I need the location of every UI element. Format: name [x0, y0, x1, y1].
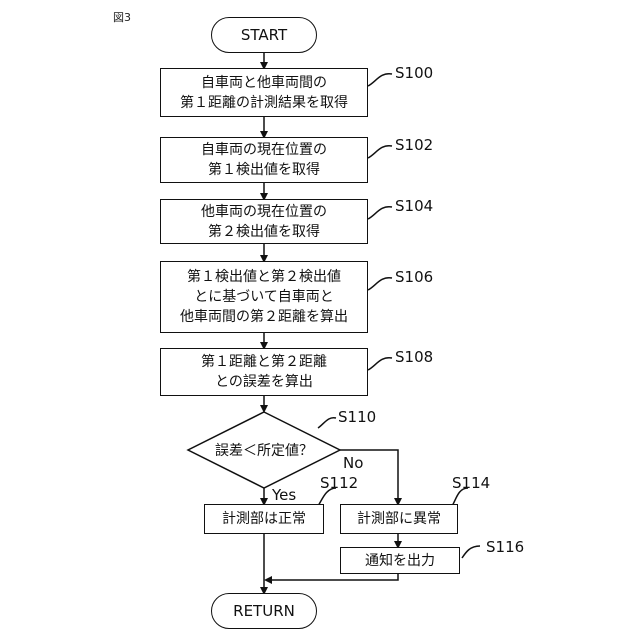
s104-step-label: S104 — [395, 197, 433, 215]
leader-s104 — [368, 207, 392, 219]
s116-text: 通知を出力 — [365, 551, 435, 571]
s100-text-line2: 第１距離の計測結果を取得 — [180, 93, 348, 113]
return-label: RETURN — [233, 601, 295, 621]
s110-step-label: S110 — [338, 408, 376, 426]
s100-step-label: S100 — [395, 64, 433, 82]
s108-process-box: 第１距離と第２距離 との誤差を算出 — [160, 348, 368, 396]
s114-process-box: 計測部に異常 — [340, 504, 458, 534]
s104-text-line2: 第２検出値を取得 — [208, 222, 320, 242]
s106-text-line3: 他車両間の第２距離を算出 — [180, 307, 348, 327]
s104-process-box: 他車両の現在位置の 第２検出値を取得 — [160, 199, 368, 244]
s100-text-line1: 自車両と他車両間の — [201, 73, 327, 93]
s114-step-label: S114 — [452, 474, 490, 492]
leader-s106 — [368, 278, 392, 290]
no-branch-label: No — [343, 454, 363, 472]
s106-text-line2: とに基づいて自車両と — [194, 287, 334, 307]
s106-step-label: S106 — [395, 268, 433, 286]
yes-branch-label: Yes — [272, 486, 296, 504]
s112-step-label: S112 — [320, 474, 358, 492]
s108-text-line1: 第１距離と第２距離 — [201, 352, 327, 372]
leader-s108 — [368, 358, 392, 370]
leader-s116 — [462, 546, 480, 558]
return-terminal: RETURN — [211, 593, 317, 629]
s106-process-box: 第１検出値と第２検出値 とに基づいて自車両と 他車両間の第２距離を算出 — [160, 261, 368, 333]
leader-s102 — [368, 146, 392, 158]
s108-text-line2: との誤差を算出 — [215, 372, 313, 392]
s102-step-label: S102 — [395, 136, 433, 154]
s116-process-box: 通知を出力 — [340, 547, 460, 574]
s104-text-line1: 他車両の現在位置の — [201, 202, 327, 222]
s102-process-box: 自車両の現在位置の 第１検出値を取得 — [160, 137, 368, 183]
start-label: START — [241, 25, 287, 45]
leader-s100 — [368, 74, 392, 86]
s112-process-box: 計測部は正常 — [204, 504, 324, 534]
figure-label: 図3 — [113, 9, 131, 25]
leader-s110 — [318, 418, 336, 428]
s110-decision-text: 誤差＜所定値？ — [188, 440, 340, 460]
s112-text: 計測部は正常 — [222, 509, 306, 529]
start-terminal: START — [211, 17, 317, 53]
arrow-s116-merge — [268, 574, 398, 580]
s114-text: 計測部に異常 — [357, 509, 441, 529]
s102-text-line1: 自車両の現在位置の — [201, 140, 327, 160]
s108-step-label: S108 — [395, 348, 433, 366]
s106-text-line1: 第１検出値と第２検出値 — [187, 267, 341, 287]
s100-process-box: 自車両と他車両間の 第１距離の計測結果を取得 — [160, 68, 368, 117]
s102-text-line2: 第１検出値を取得 — [208, 160, 320, 180]
s116-step-label: S116 — [486, 538, 524, 556]
